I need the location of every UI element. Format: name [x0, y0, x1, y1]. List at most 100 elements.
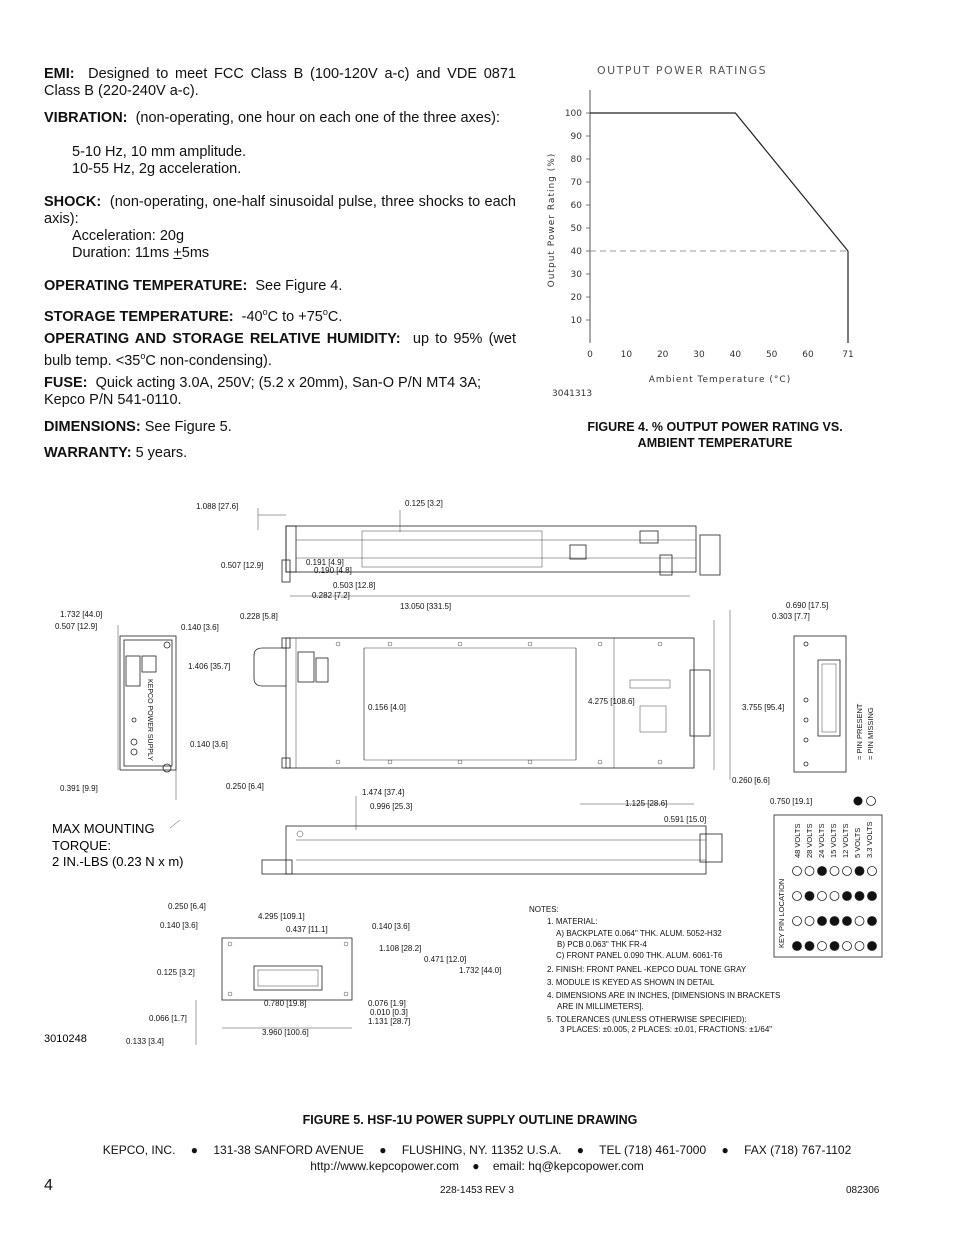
x-tick-label: 40	[730, 350, 742, 360]
dim-d16: 0.156 [4.0]	[368, 703, 406, 712]
vibration-label: VIBRATION:	[44, 110, 128, 126]
key-voltage-label: 28 VOLTS	[805, 824, 814, 858]
x-tick-label: 50	[766, 350, 778, 360]
note-line: C) FRONT PANEL 0.090 THK. ALUM. 6061-T6	[556, 951, 723, 960]
humidity-a: up to 95% (wet bulb temp. <35	[44, 331, 516, 369]
spec-emi: EMI: Designed to meet FCC Class B (100-1…	[44, 66, 516, 100]
pin-present-dot	[867, 941, 877, 951]
dimensions-label: DIMENSIONS:	[44, 419, 141, 435]
key-voltage-label: 3.3 VOLTS	[865, 821, 874, 858]
dim-d30: 0.140 [3.6]	[160, 921, 198, 930]
key-pin-grid	[792, 866, 877, 951]
front-panel-view	[117, 625, 177, 800]
dim-d7: 0.282 [7.2]	[312, 591, 350, 600]
pin-missing-dot	[867, 866, 877, 876]
dim-d33: 1.108 [28.2]	[379, 944, 421, 953]
dim-d40: 1.131 [28.7]	[368, 1017, 410, 1026]
key-table	[773, 814, 883, 958]
torque-line3: 2 IN.-LBS (0.23 N x m)	[52, 854, 183, 869]
pin-missing-dot	[842, 941, 852, 951]
pin-present-dot	[842, 891, 852, 901]
dim-d15: 1.406 [35.7]	[188, 662, 230, 671]
chart-series	[590, 112, 849, 343]
dim-d29: 4.295 [109.1]	[258, 912, 305, 921]
legend-pin-present	[853, 796, 863, 806]
stor-sup2: o	[322, 307, 328, 317]
spec-humidity: OPERATING AND STORAGE RELATIVE HUMIDITY:…	[44, 331, 516, 370]
document-date: 082306	[846, 1185, 880, 1196]
pin-missing-dot	[854, 916, 865, 926]
outline-drawing: 1.088 [27.6] 0.125 [3.2] 0.507 [12.9] 0.…	[44, 499, 883, 1046]
dim-d25: 1.125 [28.6]	[625, 799, 667, 808]
pin-missing-dot	[804, 916, 815, 926]
power-rating-chart: OUTPUT POWER RATINGS 1020304050607080901…	[547, 64, 854, 399]
pin-missing-dot	[829, 891, 840, 901]
vibration-line-1: 5-10 Hz, 10 mm amplitude.	[72, 144, 247, 160]
dim-d6: 0.503 [12.8]	[333, 581, 375, 590]
dim-d31: 0.437 [11.1]	[286, 925, 328, 934]
dim-d19: 0.140 [3.6]	[190, 740, 228, 749]
dim-d18: 3.755 [95.4]	[742, 703, 784, 712]
key-voltage-label: 24 VOLTS	[817, 824, 826, 858]
dim-d17: 4.275 [108.6]	[588, 697, 635, 706]
footer-address: 131-38 SANFORD AVENUE	[213, 1143, 364, 1157]
figure5-caption: FIGURE 5. HSF-1U POWER SUPPLY OUTLINE DR…	[302, 1113, 638, 1127]
dim-d22: 0.250 [6.4]	[226, 782, 264, 791]
shock-duration: Duration: 11ms	[72, 245, 174, 261]
note-line: 2. FINISH: FRONT PANEL -KEPCO DUAL TONE …	[547, 965, 747, 974]
dim-d13: 0.140 [3.6]	[181, 623, 219, 632]
pin-missing-dot	[804, 866, 815, 876]
x-tick-label: 60	[802, 350, 814, 360]
page-number: 4	[44, 1177, 53, 1194]
chart-y-label: Output Power Rating (%)	[547, 153, 557, 288]
note-line: NOTES:	[529, 905, 559, 914]
dim-d41: 0.066 [1.7]	[149, 1014, 187, 1023]
footer-line1: KEPCO, INC. ● 131-38 SANFORD AVENUE ● FL…	[102, 1143, 852, 1157]
vibration-text: (non-operating, one hour on each one of …	[135, 110, 500, 126]
pin-missing-dot	[792, 866, 802, 876]
spec-shock: SHOCK: (non-operating, one-half sinusoid…	[44, 194, 516, 228]
dim-d11: 1.732 [44.0]	[60, 610, 102, 619]
dim-d32: 0.140 [3.6]	[372, 922, 410, 931]
key-voltage-label: 5 VOLTS	[853, 828, 862, 858]
dim-d9: 0.690 [17.5]	[786, 601, 828, 610]
front-panel-label: KEPCO POWER SUPPLY	[146, 679, 153, 761]
pin-present-dot	[842, 916, 852, 926]
pin-present-dot	[804, 941, 815, 951]
humidity-b: C non-condensing).	[145, 352, 272, 369]
key-voltage-label: 48 VOLTS	[793, 824, 802, 858]
emi-text: Designed to meet FCC Class B (100-120V a…	[44, 66, 517, 99]
humidity-sup: o	[140, 351, 146, 361]
footer-web[interactable]: http://www.kepcopower.com	[310, 1159, 459, 1173]
shock-line-1: Acceleration: 20g	[72, 228, 185, 244]
plus-minus: +	[173, 245, 182, 261]
dim-d34: 0.471 [12.0]	[424, 955, 466, 964]
dim-d14: 0.228 [5.8]	[240, 612, 278, 621]
dim-d20: 0.260 [6.6]	[732, 776, 770, 785]
footer-email[interactable]: email: hq@kepcopower.com	[492, 1159, 644, 1173]
pin-missing-dot	[829, 866, 840, 876]
chart-code: 3041313	[552, 389, 592, 399]
footer-fax: FAX (718) 767-1102	[744, 1143, 852, 1157]
emi-label: EMI:	[44, 66, 75, 82]
dim-d43: 0.133 [3.4]	[126, 1037, 164, 1046]
figure4-caption: FIGURE 4. % OUTPUT POWER RATING VS. AMBI…	[545, 420, 885, 450]
document-number: 228-1453 REV 3	[440, 1185, 514, 1196]
dim-d2: 0.125 [3.2]	[405, 499, 443, 508]
dim-d21: 0.391 [9.9]	[60, 784, 98, 793]
dim-d5: 0.190 [4.8]	[314, 566, 352, 575]
optemp-label: OPERATING TEMPERATURE:	[44, 278, 248, 294]
note-line: 3 PLACES: ±0.005, 2 PLACES: ±0.01, FRACT…	[560, 1025, 772, 1034]
drawing-notes: NOTES:1. MATERIAL:A) BACKPLATE 0.064" TH…	[529, 905, 780, 1034]
stor-c: C.	[327, 308, 343, 325]
x-tick-label: 0	[587, 350, 593, 360]
y-tick-label: 90	[571, 132, 583, 142]
pin-present-dot	[867, 891, 877, 901]
pin-missing-label: = PIN MISSING	[866, 707, 875, 760]
spec-fuse: FUSE: Quick acting 3.0A, 250V; (5.2 x 20…	[44, 375, 516, 409]
dim-d38: 0.076 [1.9]	[368, 999, 406, 1008]
dim-d4: 0.191 [4.9]	[306, 558, 344, 567]
figure4-caption-line2: AMBIENT TEMPERATURE	[637, 436, 793, 450]
